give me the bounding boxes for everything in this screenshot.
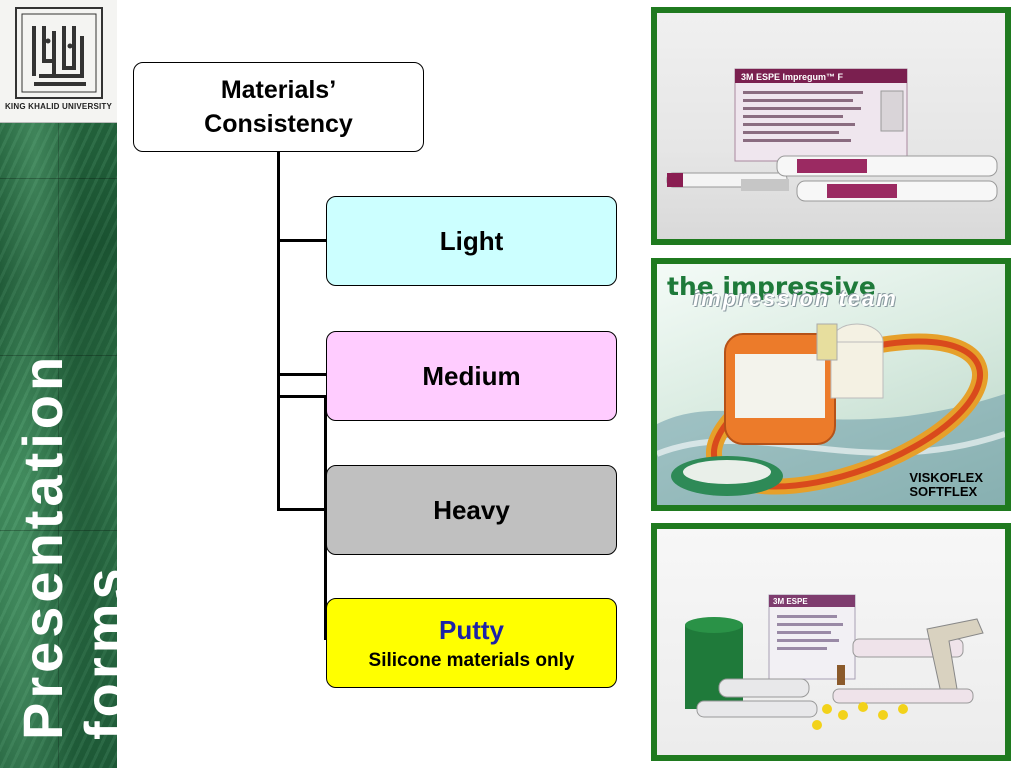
node-light-label: Light (439, 225, 504, 256)
node-heavy-label: Heavy (433, 494, 510, 525)
vertical-slide-title: Presentation forms (11, 352, 117, 740)
node-medium: Medium (326, 331, 617, 421)
putty-connector (324, 395, 327, 640)
root-node-line-1: Materials’ (220, 76, 337, 104)
branch-light (277, 239, 327, 242)
trunk-line (277, 152, 280, 510)
viskoflex-brand: VISKOFLEX SOFTFLEX (909, 471, 983, 499)
dimension-box-brand: 3M ESPE (773, 597, 808, 606)
arabic-calligraphy-logo-icon (15, 7, 103, 99)
viskoflex-product-illustration (657, 323, 1005, 505)
logo-caption: KING KHALID UNIVERSITY (4, 102, 113, 111)
root-node-materials-consistency: Materials’ Consistency (133, 62, 424, 152)
viskoflex-subline: impression team (693, 286, 898, 311)
branch-heavy-connector (277, 395, 327, 398)
node-putty-note: Silicone materials only (368, 649, 575, 671)
impregum-product-illustration: 3M ESPE Impregum™ F (666, 68, 998, 202)
root-node-line-2: Consistency (204, 110, 353, 138)
vertical-title-line-1: Presentation (11, 352, 74, 740)
node-putty: Putty Silicone materials only (326, 598, 617, 688)
node-light: Light (326, 196, 617, 286)
photo-viskoflex-advert: the impressive impression team VISKOFLEX… (651, 258, 1011, 511)
vertical-title-line-2: forms (73, 564, 117, 740)
viskoflex-brand-line-2: SOFTFLEX (909, 484, 978, 499)
node-putty-label: Putty (439, 614, 504, 645)
branch-heavy (277, 508, 327, 511)
photo-impregum-product: 3M ESPE Impregum™ F (651, 7, 1011, 245)
photo-putty-dispenser: 3M ESPE (651, 523, 1011, 761)
branch-medium (277, 373, 327, 376)
putty-dispenser-illustration: 3M ESPE (685, 594, 984, 730)
university-logo: KING KHALID UNIVERSITY (0, 0, 117, 123)
viskoflex-brand-line-1: VISKOFLEX (909, 470, 983, 485)
impregum-box-brand: 3M ESPE Impregum™ F (741, 72, 844, 82)
sidebar: KING KHALID UNIVERSITY Presentation form… (0, 0, 117, 768)
node-medium-label: Medium (422, 360, 521, 391)
node-heavy: Heavy (326, 465, 617, 555)
viskoflex-headline: the impressive (667, 272, 876, 301)
